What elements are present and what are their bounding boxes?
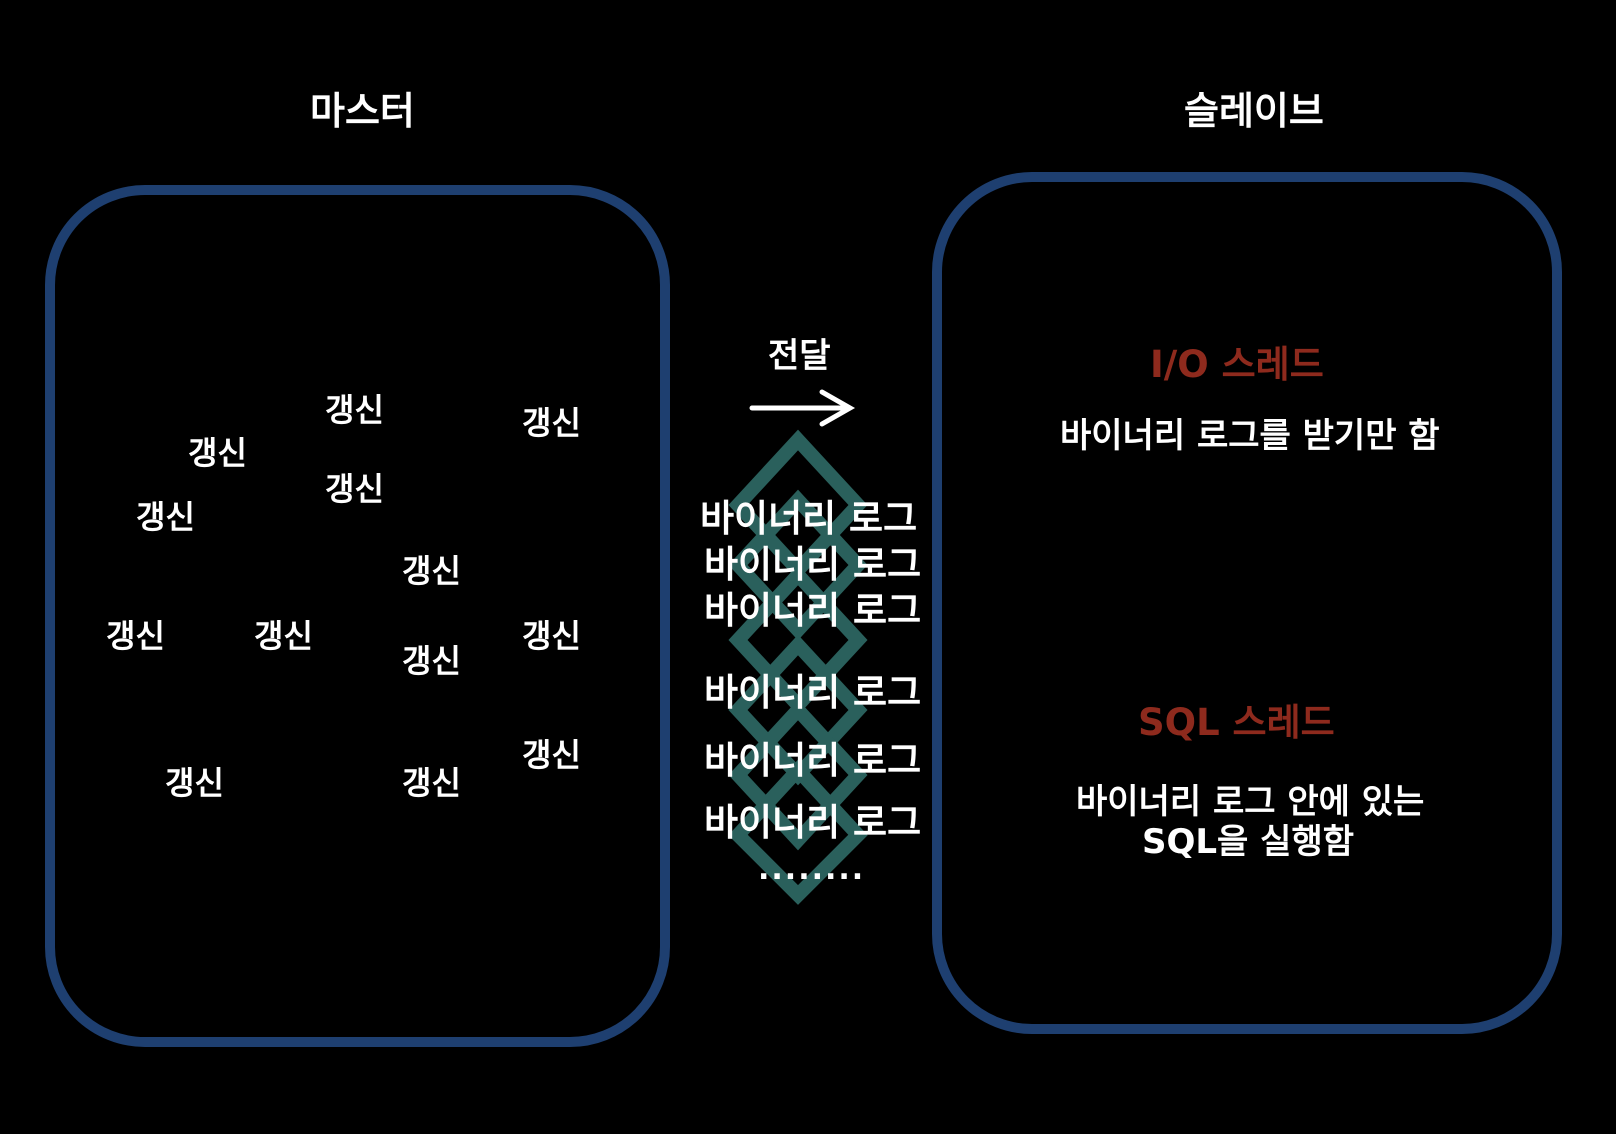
update-label: 갱신	[402, 642, 461, 680]
sql-thread-description-line1: 바이너리 로그 안에 있는	[1076, 782, 1425, 822]
more-logs-ellipsis: ........	[758, 852, 866, 887]
binary-log-item: 바이너리 로그	[704, 671, 922, 714]
update-label: 갱신	[402, 764, 461, 802]
update-label: 갱신	[188, 434, 247, 472]
transfer-arrow-icon	[749, 389, 856, 427]
update-label: 갱신	[325, 470, 384, 508]
update-label: 갱신	[522, 617, 581, 655]
update-label: 갱신	[106, 617, 165, 655]
binary-log-item: 바이너리 로그	[704, 543, 922, 586]
io-thread-description: 바이너리 로그를 받기만 함	[1060, 416, 1440, 456]
master-title: 마스터	[310, 89, 415, 133]
update-label: 갱신	[254, 617, 313, 655]
io-thread-title: I/O 스레드	[1150, 343, 1324, 386]
sql-thread-title: SQL 스레드	[1138, 701, 1335, 744]
update-label: 갱신	[165, 764, 224, 802]
chain-link	[728, 489, 868, 641]
slave-title: 슬레이브	[1184, 89, 1324, 133]
binary-log-item: 바이너리 로그	[704, 739, 922, 782]
binary-log-item: 바이너리 로그	[704, 801, 922, 844]
update-label: 갱신	[325, 391, 384, 429]
update-label: 갱신	[402, 552, 461, 590]
binary-log-item: 바이너리 로그	[704, 589, 922, 632]
update-label: 갱신	[522, 404, 581, 442]
binary-log-item: 바이너리 로그	[700, 497, 918, 540]
update-label: 갱신	[522, 736, 581, 774]
slave-box	[932, 172, 1562, 1034]
master-box	[45, 185, 670, 1047]
transfer-label: 전달	[768, 336, 831, 376]
sql-thread-description-line2: SQL을 실행함	[1142, 822, 1355, 862]
update-label: 갱신	[136, 498, 195, 536]
chain-link	[728, 759, 868, 905]
chain-link	[728, 699, 868, 851]
